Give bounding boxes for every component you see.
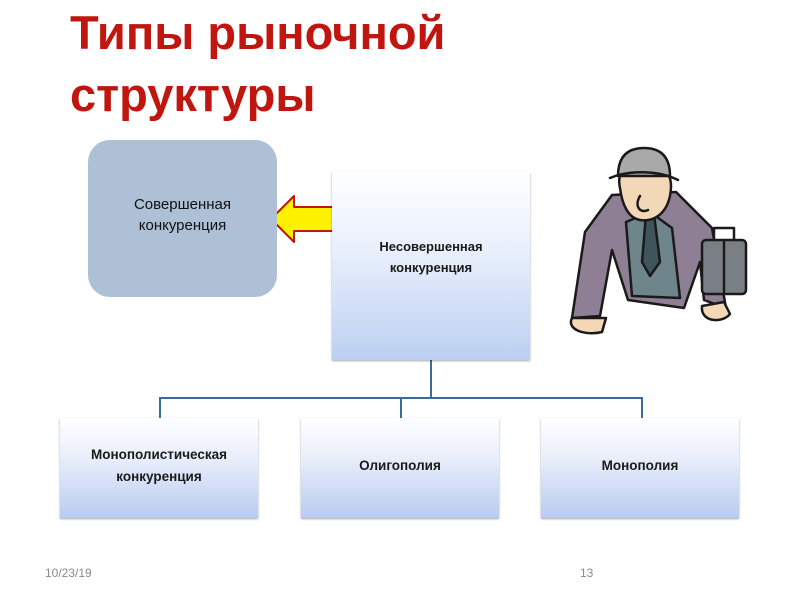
child-label-line-1: Монополия: [601, 458, 679, 473]
imperfect-competition-box: Несовершенная конкуренция: [332, 172, 530, 360]
imperfect-competition-line-2: конкуренция: [389, 260, 473, 275]
child-label-line-1: Олигополия: [359, 458, 441, 473]
footer-page-number: 13: [580, 566, 594, 580]
imperfect-competition-line-1: Несовершенная: [379, 239, 483, 254]
businessman-with-briefcase-clipart: [569, 146, 748, 335]
monopoly-box: Монополия: [541, 418, 739, 518]
slide-title: Типы рыночной структуры: [70, 2, 630, 126]
perfect-competition-line-1: Совершенная: [133, 195, 232, 213]
child-label-line-1: Монополистическая: [90, 447, 228, 462]
oligopoly-box: Олигополия: [301, 418, 499, 518]
perfect-competition-box: Совершенная конкуренция: [88, 140, 277, 297]
slide-title-line-1: Типы рыночной: [70, 6, 446, 59]
footer-date: 10/23/19: [45, 566, 92, 580]
tree-connectors: [159, 360, 643, 418]
child-label-line-2: конкуренция: [116, 469, 202, 484]
monopolistic-competition-box: Монополистическая конкуренция: [60, 418, 258, 518]
slide-title-line-2: структуры: [70, 68, 316, 121]
perfect-competition-line-2: конкуренция: [138, 216, 227, 234]
